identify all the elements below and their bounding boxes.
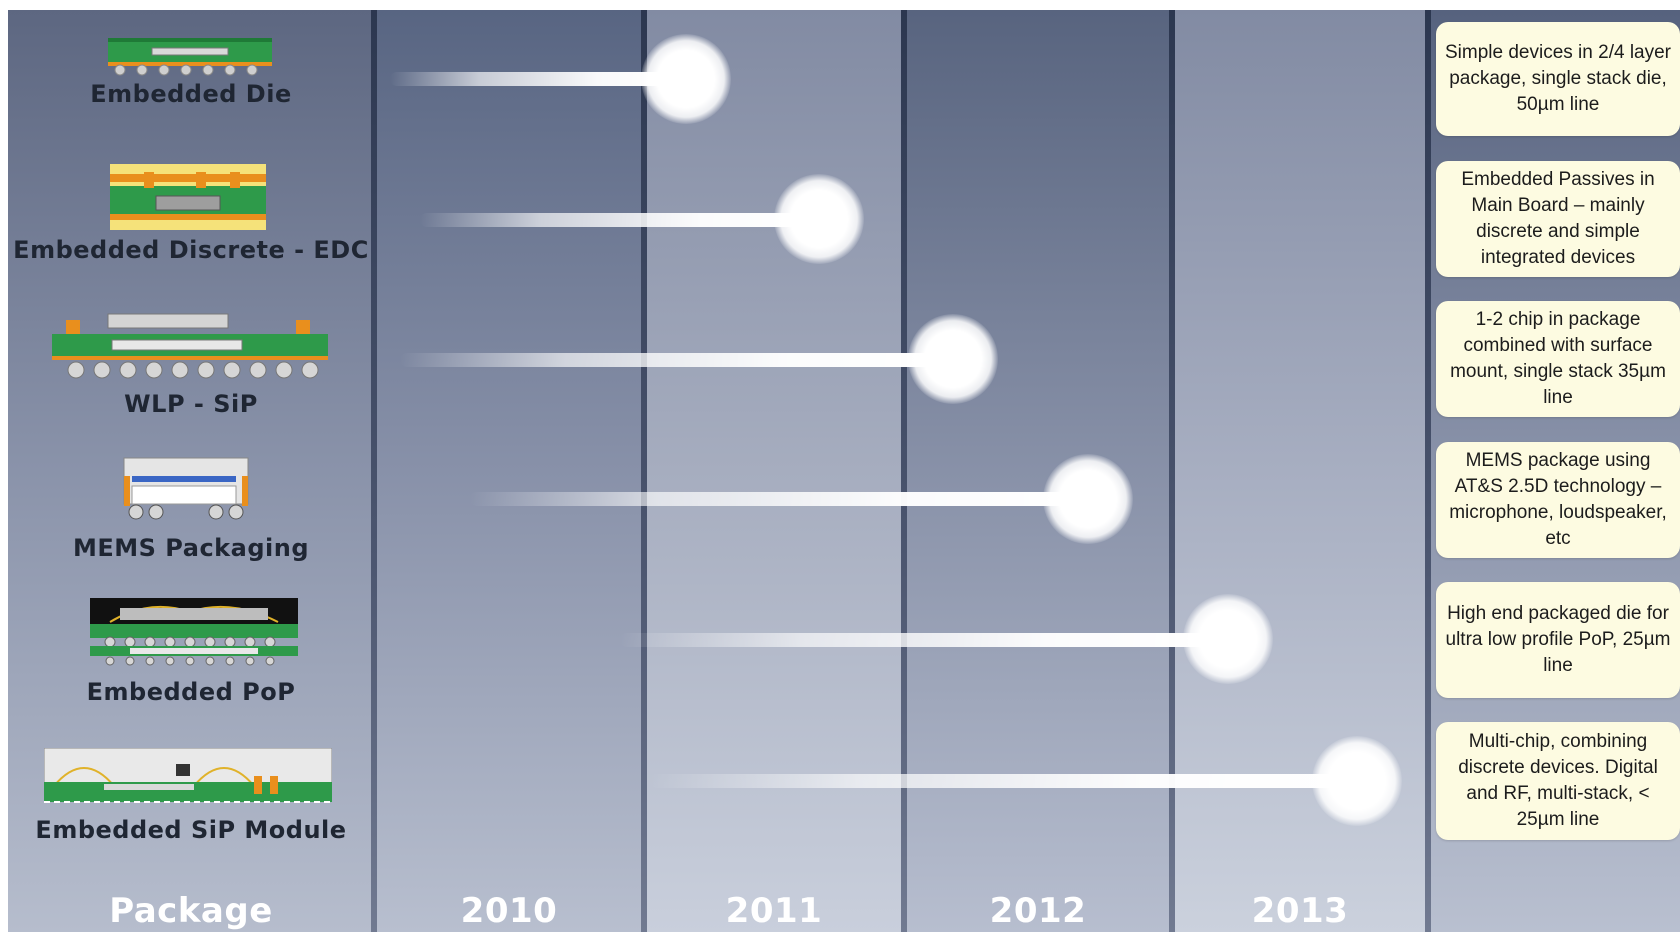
column-divider (641, 10, 647, 932)
package-header: Package (109, 891, 273, 931)
embedded-pop-diagram (90, 598, 298, 666)
timeline-marker-embedded-sip-module (1312, 736, 1402, 826)
timeline-bar-embedded-die (390, 72, 686, 86)
description-embedded-die: Simple devices in 2/4 layer package, sin… (1436, 22, 1680, 136)
description-embedded-sip-module: Multi-chip, combining discrete devices. … (1436, 722, 1680, 840)
column-divider (901, 10, 907, 932)
embedded-sip-module-diagram (44, 748, 332, 803)
package-name-embedded-sip-module: Embedded SiP Module (35, 816, 347, 844)
column-divider (1425, 10, 1431, 932)
year-label-2011: 2011 (725, 891, 823, 931)
timeline-marker-embedded-die (641, 34, 731, 124)
package-name-wlp-sip: WLP - SiP (124, 390, 258, 418)
embedded-discrete-diagram (110, 164, 266, 230)
timeline-marker-mems (1043, 454, 1133, 544)
package-name-embedded-die: Embedded Die (90, 80, 292, 108)
year-label-2012: 2012 (989, 891, 1087, 931)
description-wlp-sip: 1-2 chip in package combined with surfac… (1436, 301, 1680, 417)
mems-package-diagram (123, 457, 249, 520)
package-name-edc: Embedded Discrete - EDC (13, 236, 369, 264)
package-name-mems: MEMS Packaging (73, 534, 309, 562)
column-divider (371, 10, 377, 932)
year-column-2011 (644, 10, 904, 932)
timeline-bar-embedded-sip-module (650, 774, 1350, 788)
package-name-embedded-pop: Embedded PoP (86, 678, 296, 706)
timeline-marker-wlp-sip (908, 314, 998, 404)
embedded-die-diagram (108, 38, 272, 76)
column-divider (1169, 10, 1175, 932)
timeline-bar-embedded-pop (620, 633, 1230, 647)
description-embedded-pop: High end packaged die for ultra low prof… (1436, 582, 1680, 698)
description-edc: Embedded Passives in Main Board – mainly… (1436, 161, 1680, 277)
year-column-2010 (374, 10, 644, 932)
timeline-marker-edc (774, 174, 864, 264)
timeline-bar-wlp-sip (400, 353, 950, 367)
description-mems: MEMS package using AT&S 2.5D technology … (1436, 442, 1680, 558)
year-label-2010: 2010 (460, 891, 558, 931)
timeline-marker-embedded-pop (1183, 594, 1273, 684)
year-label-2013: 2013 (1251, 891, 1349, 931)
year-column-2012 (904, 10, 1172, 932)
timeline-bar-edc (420, 213, 820, 227)
timeline-bar-mems (470, 492, 1090, 506)
wlp-sip-diagram (52, 313, 328, 379)
